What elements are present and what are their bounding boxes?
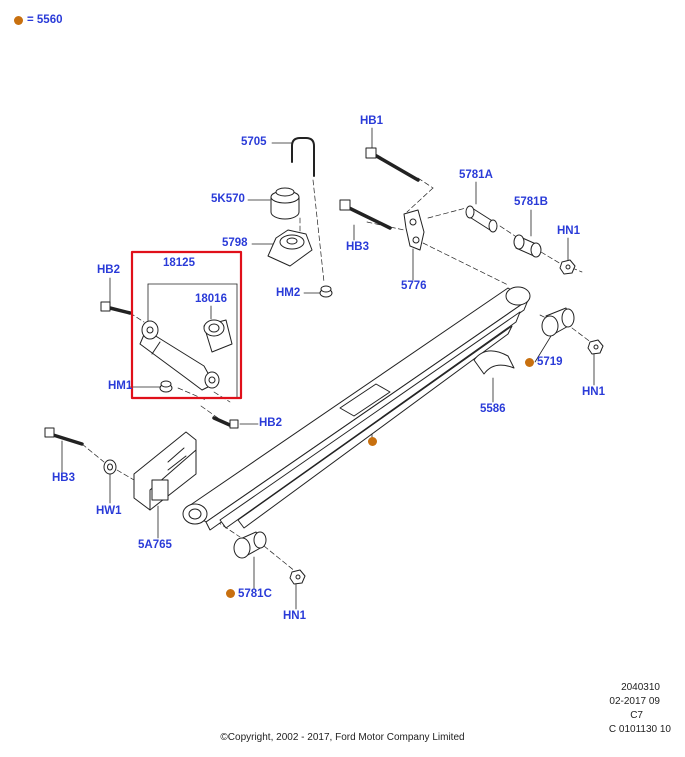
bracket-5798 [267, 229, 313, 267]
bushing-5781a [465, 205, 498, 233]
callout-18125[interactable]: 18125 [163, 257, 195, 269]
bracket-5a765 [133, 431, 197, 511]
callout-hw1[interactable]: HW1 [96, 505, 122, 517]
nut-hn1-bottom [289, 569, 306, 585]
shock-absorber-18125 [139, 320, 220, 391]
copyright: ©Copyright, 2002 - 2017, Ford Motor Comp… [220, 732, 465, 743]
dashed-alignment-lines [81, 177, 605, 573]
footer-line3: C7 [630, 710, 643, 721]
callout-hb3-top[interactable]: HB3 [346, 241, 370, 253]
callout-5781b[interactable]: 5781B [514, 196, 548, 208]
bushing-5719 [541, 307, 575, 337]
footer-line4: C 0101130 10 [608, 724, 671, 735]
bolt-hb2-lower [212, 416, 239, 429]
u-bolt-5705 [291, 137, 315, 177]
bolt-hb3-top [339, 199, 392, 230]
leaf-spring [182, 286, 531, 531]
legend-marker-text: = 5560 [27, 14, 63, 26]
callout-hn1-bottom[interactable]: HN1 [283, 610, 307, 622]
marker-5781c-icon [226, 589, 235, 598]
footer-line1: 2040310 [621, 682, 660, 693]
marker-leaf-spring-icon [368, 437, 377, 446]
nut-hm1 [159, 380, 173, 393]
callout-18016[interactable]: 18016 [195, 293, 227, 305]
callout-hb3-left[interactable]: HB3 [52, 472, 76, 484]
callout-5a765[interactable]: 5A765 [138, 539, 172, 551]
callout-hb1[interactable]: HB1 [360, 115, 384, 127]
bolt-hb3-left [44, 427, 84, 446]
callout-hb2-left[interactable]: HB2 [97, 264, 121, 276]
bolt-hb2-left [100, 301, 132, 315]
pad-5586 [473, 350, 515, 375]
footer-line2: 02-2017 09 [609, 696, 660, 707]
bolt-hb1 [365, 147, 420, 182]
callout-hb2-lower[interactable]: HB2 [259, 417, 283, 429]
shackle-5776 [403, 209, 425, 251]
bushing-5781b [513, 234, 542, 258]
nut-hn1-top [559, 259, 576, 275]
bushing-5781c [233, 531, 267, 559]
nut-hn1-right [587, 339, 604, 355]
callout-hn1-top[interactable]: HN1 [557, 225, 581, 237]
callout-5781a[interactable]: 5781A [459, 169, 493, 181]
washer-hw1 [103, 459, 117, 475]
callout-5k570[interactable]: 5K570 [211, 193, 245, 205]
bushing-18016 [203, 319, 233, 353]
callout-5719[interactable]: 5719 [537, 356, 563, 368]
bump-stop-5k570 [270, 187, 300, 220]
nut-hm2 [319, 285, 333, 298]
legend-marker-icon [14, 16, 23, 25]
callout-hn1-right[interactable]: HN1 [582, 386, 606, 398]
marker-5719-icon [525, 358, 534, 367]
callout-5798[interactable]: 5798 [222, 237, 248, 249]
callout-hm1[interactable]: HM1 [108, 380, 133, 392]
callout-hm2[interactable]: HM2 [276, 287, 301, 299]
callout-5776[interactable]: 5776 [401, 280, 427, 292]
callout-5781c[interactable]: 5781C [238, 588, 272, 600]
callout-5586[interactable]: 5586 [480, 403, 506, 415]
highlight-box [130, 250, 243, 400]
callout-5705[interactable]: 5705 [241, 136, 267, 148]
